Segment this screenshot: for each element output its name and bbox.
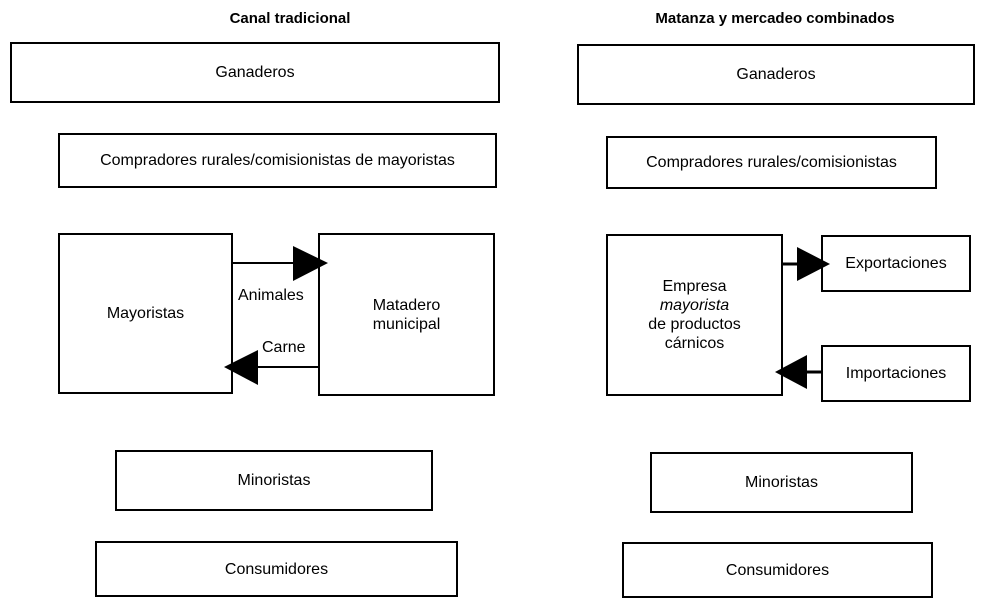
empresa-label-line2: mayorista xyxy=(659,297,730,314)
empresa-label-line4: cárnicos xyxy=(664,335,725,352)
mayoristas-box: Mayoristas xyxy=(58,233,233,394)
right-ganaderos-label: Ganaderos xyxy=(736,66,816,83)
right-compradores-label: Compradores rurales/comisionistas xyxy=(646,154,897,171)
right-column-title: Matanza y mercadeo combinados xyxy=(655,10,895,27)
left-minoristas-box: Minoristas xyxy=(115,450,433,511)
right-minoristas-box: Minoristas xyxy=(650,452,913,513)
importaciones-label: Importaciones xyxy=(845,365,947,382)
left-consumidores-label: Consumidores xyxy=(224,560,329,578)
exportaciones-box: Exportaciones xyxy=(821,235,971,292)
arrow-label-carne: Carne xyxy=(262,339,306,356)
right-minoristas-label: Minoristas xyxy=(745,474,818,491)
matadero-label-line1: Matadero xyxy=(372,296,441,314)
importaciones-box: Importaciones xyxy=(821,345,971,402)
right-consumidores-box: Consumidores xyxy=(622,542,933,598)
empresa-box: Empresa mayorista de productos cárnicos xyxy=(606,234,783,396)
left-ganaderos-box: Ganaderos xyxy=(10,42,500,103)
mayoristas-label: Mayoristas xyxy=(106,305,185,322)
empresa-label-line3: de productos xyxy=(648,316,741,333)
empresa-label-line1: Empresa xyxy=(662,278,727,295)
matadero-label-line2: municipal xyxy=(372,315,441,333)
left-compradores-box: Compradores rurales/comisionistas de may… xyxy=(58,133,497,188)
right-compradores-box: Compradores rurales/comisionistas xyxy=(606,136,937,189)
left-compradores-label: Compradores rurales/comisionistas de may… xyxy=(100,152,455,169)
matadero-box: Matadero municipal xyxy=(318,233,495,396)
arrow-label-animales: Animales xyxy=(238,287,304,304)
right-consumidores-label: Consumidores xyxy=(725,561,830,579)
left-ganaderos-label: Ganaderos xyxy=(215,64,295,81)
left-column-title: Canal tradicional xyxy=(229,10,351,27)
left-consumidores-box: Consumidores xyxy=(95,541,458,597)
exportaciones-label: Exportaciones xyxy=(845,255,947,272)
right-ganaderos-box: Ganaderos xyxy=(577,44,975,105)
left-minoristas-label: Minoristas xyxy=(237,472,311,489)
